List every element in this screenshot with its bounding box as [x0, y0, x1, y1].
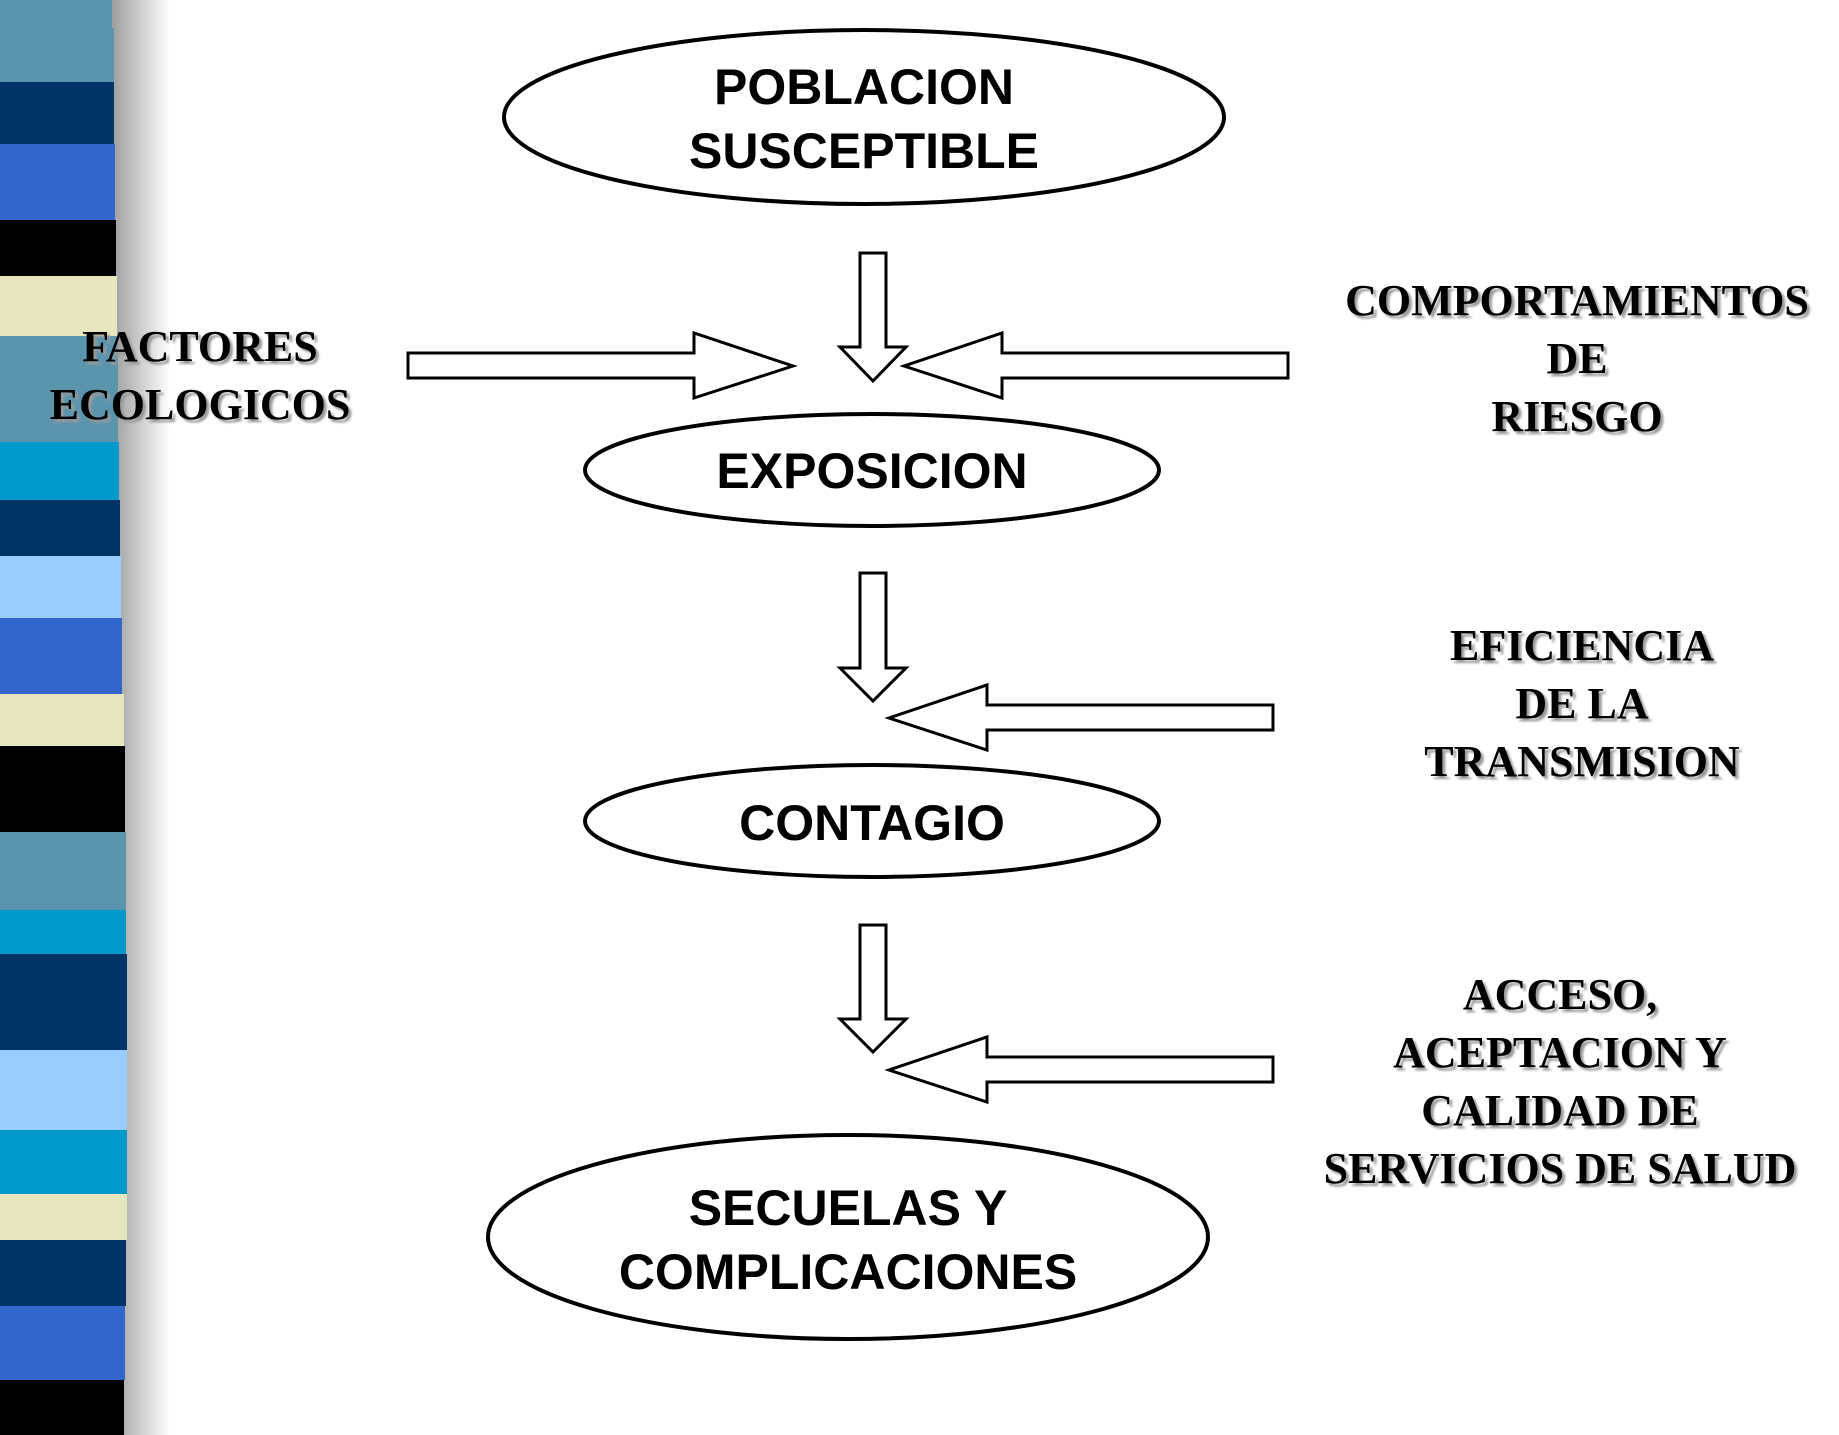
stripe-band	[0, 1306, 125, 1380]
stripe-band	[0, 0, 112, 28]
factor-ecologicos-line-1: FACTORES	[82, 322, 318, 371]
node-poblacion-line-1: POBLACION	[714, 59, 1014, 115]
factor-eficiencia-line-2: DE LA	[1515, 679, 1649, 728]
stripe-band	[0, 694, 124, 746]
stripe-band	[0, 1380, 124, 1435]
factor-acceso-line-3: CALIDAD DE	[1421, 1086, 1699, 1135]
arrow-left-acceso	[884, 1034, 1275, 1105]
node-poblacion: POBLACION SUSCEPTIBLE	[604, 55, 1124, 183]
stripe-band	[0, 220, 116, 276]
node-secuelas-ellipse	[486, 1133, 1210, 1341]
arrow-left-eficiencia	[884, 682, 1275, 753]
node-poblacion-ellipse	[502, 28, 1226, 206]
stripe-band	[0, 442, 119, 500]
stripe-band	[0, 954, 127, 1050]
node-secuelas-line-1: SECUELAS Y	[688, 1180, 1008, 1236]
stripe-band	[0, 1194, 127, 1240]
factor-eficiencia-line-1: EFICIENCIA	[1449, 621, 1715, 670]
factor-acceso: ACCESO, ACEPTACION Y CALIDAD DE SERVICIO…	[1300, 966, 1820, 1198]
node-contagio-line-1: CONTAGIO	[739, 795, 1005, 851]
node-secuelas: SECUELAS Y COMPLICACIONES	[548, 1176, 1148, 1304]
stripe-band	[0, 336, 118, 442]
stripe-band	[0, 28, 114, 82]
stripe-band	[0, 144, 115, 220]
stripe-band	[0, 1240, 126, 1306]
stripe-band	[0, 910, 126, 954]
arrow-down-1	[836, 251, 910, 384]
stripe-band	[0, 500, 120, 556]
node-poblacion-line-2: SUSCEPTIBLE	[688, 123, 1040, 179]
decorative-stripe-bar	[0, 0, 170, 1435]
stripe-band	[0, 1130, 127, 1194]
factor-eficiencia-line-3: TRANSMISION	[1424, 737, 1740, 786]
factor-acceso-line-2: ACEPTACION Y	[1393, 1028, 1727, 1077]
stripe-band	[0, 276, 117, 336]
arrow-right-ecologicos	[406, 330, 798, 401]
arrow-left-comportamientos	[899, 330, 1290, 401]
stripe-band	[0, 746, 125, 832]
node-exposicion: EXPOSICION	[622, 439, 1122, 503]
node-contagio-ellipse	[583, 763, 1161, 879]
factor-comportamientos-line-3: RIESGO	[1491, 392, 1663, 441]
stripe-band	[0, 1050, 127, 1130]
node-exposicion-line-1: EXPOSICION	[716, 443, 1028, 499]
stripe-band	[0, 618, 122, 694]
factor-ecologicos: FACTORES ECOLOGICOS	[30, 318, 370, 434]
factor-eficiencia: EFICIENCIA DE LA TRANSMISION	[1382, 617, 1782, 791]
factor-acceso-line-1: ACCESO,	[1462, 970, 1658, 1019]
arrow-down-3	[836, 923, 910, 1055]
arrow-down-2	[836, 571, 910, 704]
stripe-band	[0, 832, 126, 910]
node-exposicion-ellipse	[583, 412, 1161, 528]
factor-acceso-line-4: SERVICIOS DE SALUD	[1323, 1144, 1797, 1193]
stripe-band	[0, 556, 121, 618]
node-secuelas-line-2: COMPLICACIONES	[618, 1244, 1078, 1300]
node-contagio: CONTAGIO	[622, 791, 1122, 855]
factor-comportamientos-line-1: COMPORTAMIENTOS	[1345, 276, 1809, 325]
factor-comportamientos-line-2: DE	[1546, 334, 1608, 383]
stripe-band	[0, 82, 114, 144]
factor-ecologicos-line-2: ECOLOGICOS	[49, 380, 351, 429]
factor-comportamientos: COMPORTAMIENTOS DE RIESGO	[1317, 272, 1837, 446]
stripe-bands	[0, 0, 127, 1435]
